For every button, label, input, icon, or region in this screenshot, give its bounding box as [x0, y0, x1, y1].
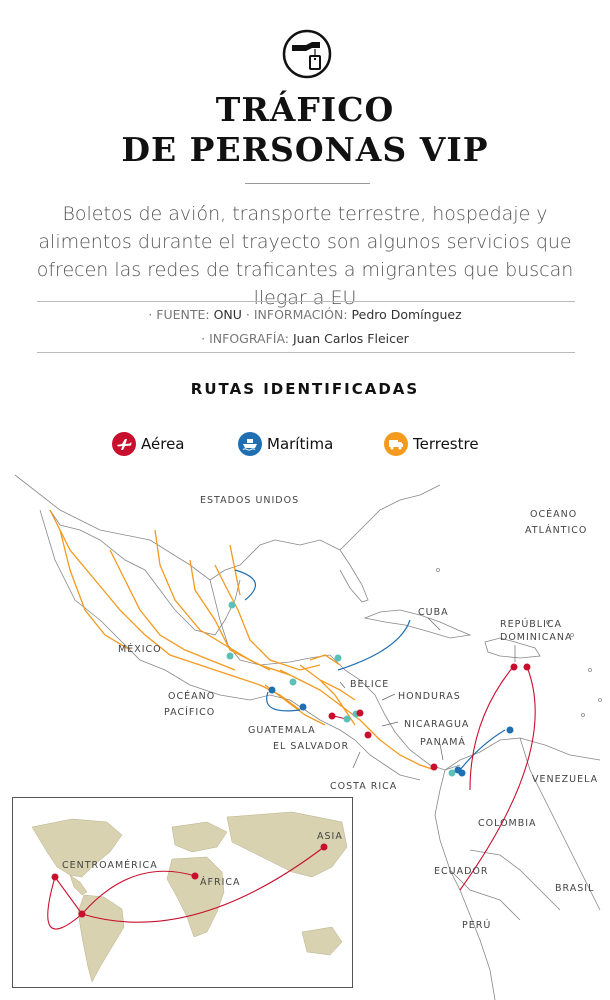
legend-item-land: Terrestre [384, 432, 479, 456]
truck-icon [384, 432, 408, 456]
info-value: Pedro Domínguez [351, 307, 462, 322]
label-oceano-pacifico-1: OCÉANO [168, 690, 215, 702]
airplane-icon [112, 432, 136, 456]
map-node [343, 715, 351, 723]
label-costa-rica: COSTA RICA [330, 781, 397, 792]
graphic-label: · INFOGRAFÍA: [201, 331, 290, 346]
inset-node [51, 873, 59, 881]
inset-label-africa: ÁFRICA [200, 876, 241, 888]
inset-world-map: CENTROAMÉRICA ÁFRICA ASIA [12, 797, 353, 988]
inset-node [78, 910, 86, 918]
map-node [506, 726, 514, 734]
map-node [356, 709, 364, 717]
map-node [328, 712, 336, 720]
route-nodes [226, 601, 531, 777]
label-venezuela: VENEZUELA [532, 774, 598, 785]
section-title: RUTAS IDENTIFICADAS [190, 380, 420, 398]
label-colombia: COLOMBIA [478, 818, 537, 829]
title-divider [245, 183, 370, 184]
label-rep-dom-1: REPÚBLICA [500, 618, 562, 630]
label-peru: PERÚ [462, 919, 491, 931]
sea-routes [234, 569, 506, 771]
legend-label-air: Aérea [141, 435, 185, 453]
map-node [510, 663, 518, 671]
label-brasil: BRASIL [555, 883, 594, 894]
label-cuba: CUBA [418, 607, 449, 618]
map-node [364, 731, 372, 739]
label-belice: BELICE [350, 679, 389, 690]
country-outlines [14, 474, 602, 1000]
map-node [458, 769, 466, 777]
map-node [430, 763, 438, 771]
label-panama: PANAMÁ [420, 736, 466, 748]
inset-continents [31, 811, 348, 983]
inset-label-asia: ASIA [317, 831, 343, 842]
info-label: · INFORMACIÓN: [245, 307, 348, 322]
label-leaders [339, 617, 516, 769]
inset-label-centroamerica: CENTROAMÉRICA [62, 859, 158, 871]
label-nicaragua: NICARAGUA [404, 719, 469, 730]
label-honduras: HONDURAS [398, 691, 461, 702]
label-estados-unidos: ESTADOS UNIDOS [200, 495, 299, 506]
legend-item-sea: Marítima [238, 432, 333, 456]
label-oceano-atlantico-2: ATLÁNTICO [525, 524, 587, 536]
page-title-line1: TRÁFICO [215, 90, 395, 129]
hand-holding-tag-icon [282, 29, 332, 79]
legend-item-air: Aérea [112, 432, 184, 456]
land-routes [49, 509, 436, 771]
label-ecuador: ECUADOR [434, 866, 488, 877]
label-el-salvador: EL SALVADOR [273, 741, 349, 752]
page-title-line2: DE PERSONAS VIP [121, 130, 489, 169]
inset-node [320, 843, 328, 851]
legend-label-sea: Marítima [267, 435, 334, 453]
map-node [334, 654, 342, 662]
map-node [268, 686, 276, 694]
credits-bottom-divider [37, 352, 575, 353]
inset-node [191, 872, 199, 880]
label-guatemala: GUATEMALA [248, 725, 316, 736]
map-node [226, 652, 234, 660]
source-label: · FUENTE: [148, 307, 210, 322]
legend-label-land: Terrestre [413, 435, 479, 453]
label-rep-dom-2: DOMINICANA [500, 632, 572, 643]
label-oceano-atlantico-1: OCÉANO [530, 508, 577, 520]
map-node [523, 663, 531, 671]
label-oceano-pacifico-2: PACÍFICO [164, 706, 215, 718]
credits-top-divider [37, 301, 575, 302]
source-value: ONU [213, 307, 242, 322]
inset-air-routes [47, 846, 325, 930]
subtitle: Boletos de avión, transporte terrestre, … [36, 203, 574, 309]
credits-line1: · FUENTE: ONU · INFORMACIÓN: Pedro Domín… [0, 307, 610, 322]
map-node [448, 769, 456, 777]
ship-icon [238, 432, 262, 456]
map-node [299, 703, 307, 711]
graphic-value: Juan Carlos Fleicer [293, 331, 409, 346]
label-mexico: MÉXICO [118, 643, 162, 655]
routes-map: ESTADOS UNIDOS OCÉANO ATLÁNTICO MÉXICO C… [14, 474, 602, 1000]
map-node [289, 678, 297, 686]
credits-line2: · INFOGRAFÍA: Juan Carlos Fleicer [0, 331, 610, 346]
map-node [228, 601, 236, 609]
